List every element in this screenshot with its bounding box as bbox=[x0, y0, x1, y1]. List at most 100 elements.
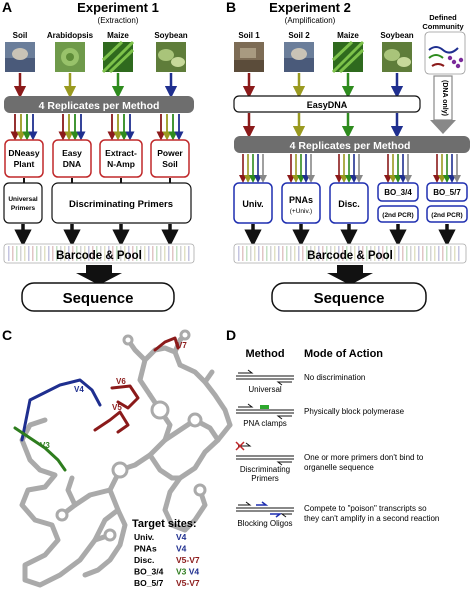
sample-label-soil2: Soil 2 bbox=[288, 31, 310, 40]
target-name: PNAs bbox=[134, 544, 157, 554]
region-v5 bbox=[93, 410, 130, 434]
discriminating-primers-box: Discriminating Primers bbox=[51, 182, 192, 224]
label-v6: V6 bbox=[116, 377, 126, 386]
svg-text:DNeasy: DNeasy bbox=[8, 148, 39, 158]
panel-c-letter: C bbox=[2, 327, 12, 343]
svg-text:Sequence: Sequence bbox=[63, 290, 134, 307]
target-sites: V5-V7 bbox=[176, 578, 200, 588]
svg-text:Easy: Easy bbox=[62, 148, 82, 158]
label-v5: V5 bbox=[112, 403, 122, 412]
sequence-box-a: Sequence bbox=[21, 282, 175, 312]
sample-photo-maize bbox=[101, 40, 135, 74]
target-sites: V4 bbox=[176, 532, 187, 542]
svg-text:Extract-: Extract- bbox=[105, 148, 137, 158]
big-arrow-b bbox=[327, 265, 373, 285]
method-universal: Universal bbox=[248, 385, 282, 394]
sample-label-maize: Maize bbox=[107, 31, 129, 40]
universal-primers-box: Universal Primers bbox=[3, 182, 43, 224]
target-sites: V4 bbox=[176, 544, 187, 554]
svg-text:DNA: DNA bbox=[63, 159, 81, 169]
svg-text:Discriminating Primers: Discriminating Primers bbox=[69, 199, 173, 210]
sample-label-soil1: Soil 1 bbox=[238, 31, 260, 40]
sample-label-soil: Soil bbox=[13, 31, 28, 40]
sample-photo-soil bbox=[5, 42, 35, 72]
replicates-bar bbox=[4, 96, 194, 113]
svg-text:Power: Power bbox=[157, 148, 183, 158]
diagram-discriminating bbox=[235, 441, 294, 466]
panel-b-title: Experiment 2 bbox=[269, 0, 351, 15]
target-name: Disc. bbox=[134, 555, 154, 565]
svg-text:Barcode & Pool: Barcode & Pool bbox=[56, 250, 142, 262]
panel-b: B Experiment 2 (Amplification) Soil 1 So… bbox=[226, 0, 470, 312]
sample-label-soybean-b: Soybean bbox=[380, 31, 413, 40]
replicates-label-b: 4 Replicates per Method bbox=[290, 140, 411, 152]
method-box-powersoil: Power Soil bbox=[150, 139, 190, 178]
barcode-pool-b: Barcode & Pool bbox=[233, 243, 467, 264]
method-pna-clamps: PNA clamps bbox=[243, 419, 287, 428]
method-discriminating-primers-2: Primers bbox=[251, 474, 279, 483]
fan-arrows-b-bottom bbox=[239, 154, 461, 183]
diagram-blocking-oligos bbox=[236, 501, 294, 518]
sample-photo-soil2 bbox=[284, 42, 314, 72]
label-v7: V7 bbox=[177, 341, 187, 350]
method-box-univ: Univ. bbox=[233, 182, 273, 224]
region-v7 bbox=[153, 336, 180, 352]
fan-arrows-a bbox=[10, 114, 184, 141]
method-box-bo57: BO_5/7 (2nd PCR) bbox=[426, 182, 468, 223]
sample-photo-arabidopsis bbox=[55, 42, 85, 72]
svg-text:Disc.: Disc. bbox=[338, 199, 360, 209]
svg-text:(+Univ.): (+Univ.) bbox=[290, 208, 312, 215]
panel-b-letter: B bbox=[226, 0, 236, 15]
big-arrow-a bbox=[76, 265, 122, 285]
target-name: BO_3/4 bbox=[134, 567, 164, 577]
defined-label-1: Defined bbox=[429, 13, 457, 22]
method-box-extract-n-amp: Extract- N-Amp bbox=[99, 139, 143, 178]
method-box-easydna: Easy DNA bbox=[52, 139, 92, 178]
column-mode: Mode of Action bbox=[304, 348, 383, 360]
barcode-pool-a: Barcode & Pool bbox=[3, 243, 195, 264]
panel-a-title: Experiment 1 bbox=[77, 0, 159, 15]
panel-d: D Method Mode of Action Universal No dis… bbox=[226, 327, 439, 528]
region-v4 bbox=[20, 378, 102, 442]
method-discriminating-primers-1: Discriminating bbox=[240, 465, 290, 474]
rrna-secondary-structure bbox=[19, 332, 233, 588]
defined-label-2: Community bbox=[422, 22, 464, 31]
method-arrows-a bbox=[23, 178, 171, 183]
mode-universal: No discrimination bbox=[304, 373, 365, 382]
sequence-box-b: Sequence bbox=[271, 282, 427, 312]
svg-text:Plant: Plant bbox=[14, 159, 35, 169]
replicates-bar-b bbox=[234, 136, 470, 153]
sample-photo-maize-b bbox=[331, 40, 365, 74]
label-v4: V4 bbox=[74, 385, 84, 394]
mode-discriminating-2: organelle sequence bbox=[304, 463, 374, 472]
svg-text:(2nd PCR): (2nd PCR) bbox=[382, 212, 413, 219]
region-v6 bbox=[110, 384, 140, 410]
dna-only-arrow: (DNA only) bbox=[430, 75, 456, 134]
svg-text:EasyDNA: EasyDNA bbox=[307, 100, 348, 110]
target-sites-title: Target sites: bbox=[132, 518, 197, 530]
mode-blocking-1: Compete to "poison" transcripts so bbox=[304, 504, 427, 513]
method-arrows-b bbox=[244, 224, 456, 247]
target-sites: V3 V4 bbox=[176, 567, 199, 577]
svg-text:(2nd PCR): (2nd PCR) bbox=[431, 212, 462, 219]
label-v3: V3 bbox=[40, 441, 50, 450]
sample-photo-soybean-b bbox=[382, 42, 412, 72]
panel-a-letter: A bbox=[2, 0, 12, 15]
svg-text:Sequence: Sequence bbox=[314, 290, 385, 307]
diagram-universal bbox=[236, 369, 294, 386]
region-v3 bbox=[13, 426, 67, 472]
panel-a-subtitle: (Extraction) bbox=[98, 16, 139, 25]
panel-c: C bbox=[2, 327, 233, 588]
defined-community-icon bbox=[424, 31, 466, 75]
sample-label-maize-b: Maize bbox=[337, 31, 359, 40]
column-method: Method bbox=[245, 348, 284, 360]
sample-photo-soil1 bbox=[234, 42, 264, 72]
method-box-pnas: PNAs (+Univ.) bbox=[281, 182, 321, 224]
replicates-label: 4 Replicates per Method bbox=[39, 100, 160, 112]
svg-text:N-Amp: N-Amp bbox=[107, 159, 135, 169]
panel-a: A Experiment 1 (Extraction) Soil Arabido… bbox=[2, 0, 195, 312]
svg-text:Primers: Primers bbox=[11, 205, 36, 212]
svg-text:Barcode & Pool: Barcode & Pool bbox=[307, 250, 393, 262]
svg-text:BO_5/7: BO_5/7 bbox=[433, 188, 461, 197]
